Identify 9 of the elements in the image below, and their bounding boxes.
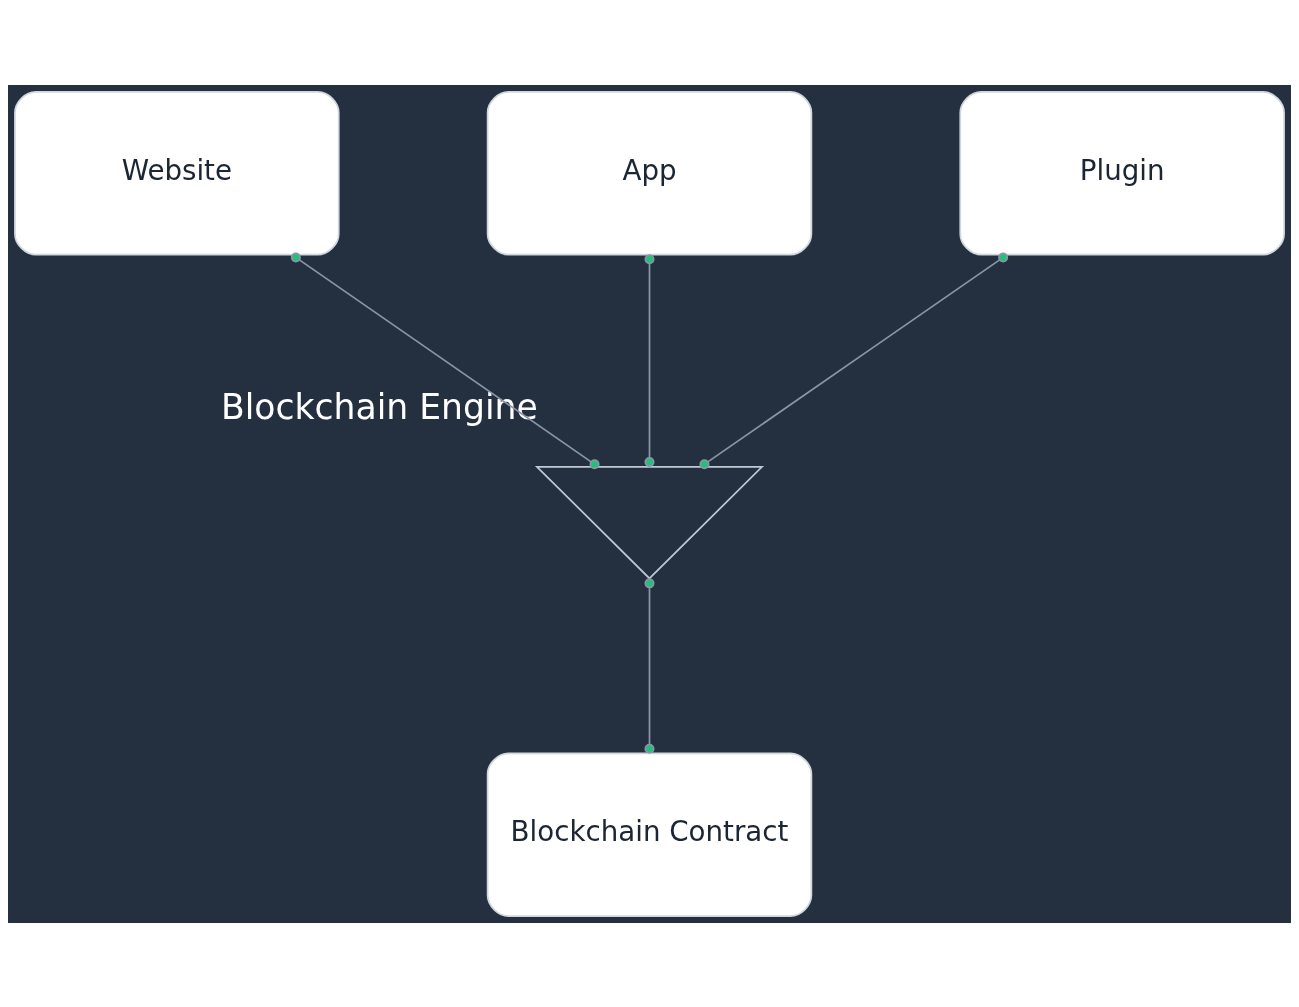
connector [290, 251, 600, 469]
node-box: App [486, 90, 813, 256]
node-label: Blockchain Engine [220, 386, 538, 427]
connector [699, 251, 1009, 469]
connector [644, 253, 655, 467]
node-box: Website [14, 90, 340, 256]
connector [644, 577, 655, 754]
node-box: Blockchain Contract [486, 751, 813, 917]
node-box: Plugin [959, 90, 1285, 256]
